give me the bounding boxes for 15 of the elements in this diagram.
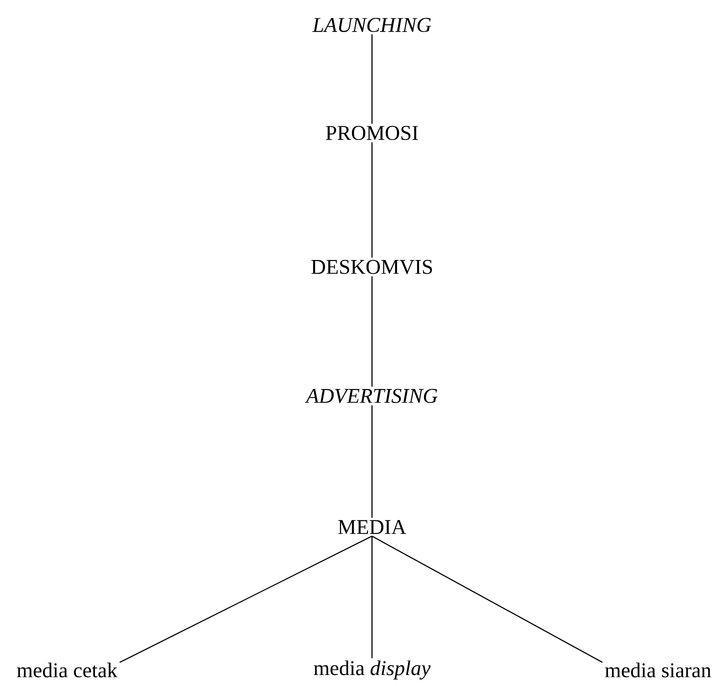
connector-line: [371, 34, 373, 124]
node-label: PROMOSI: [326, 126, 418, 140]
node-label: MEDIA: [338, 520, 406, 534]
connector-line: [371, 536, 373, 658]
connector-line: [371, 405, 373, 518]
node-label: media display: [314, 660, 431, 680]
connector-line: [371, 276, 373, 387]
node-label: LAUNCHING: [312, 18, 432, 32]
node-label: media cetak: [17, 662, 118, 678]
connector-line: [372, 536, 603, 663]
connector-line: [119, 536, 372, 663]
node-label: media siaran: [605, 662, 712, 678]
node-label: DESKOMVIS: [311, 260, 432, 274]
node-label: ADVERTISING: [304, 388, 438, 404]
connector-line: [371, 142, 373, 258]
